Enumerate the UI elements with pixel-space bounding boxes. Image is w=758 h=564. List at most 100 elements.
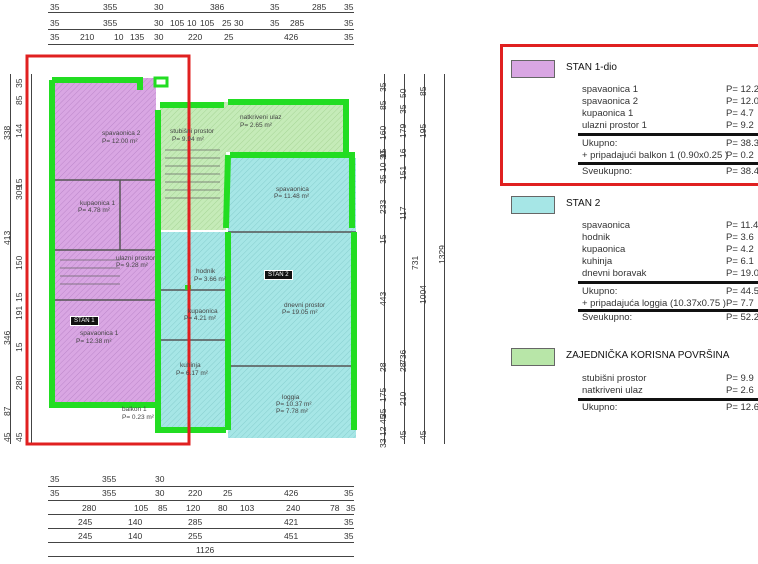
dim-top: 35 bbox=[344, 2, 354, 12]
legend-swatch-stan1 bbox=[511, 60, 555, 78]
dim-right: 731 bbox=[410, 255, 420, 270]
dim-bottom-total: 1126 bbox=[196, 545, 215, 555]
dim-right: 233 bbox=[378, 199, 388, 214]
dim-top: 30 bbox=[154, 18, 164, 28]
dim-top: 386 bbox=[210, 2, 225, 12]
room-name: natkriveni ulaz bbox=[240, 114, 282, 121]
dim-right: 736 bbox=[398, 349, 408, 364]
legend-row-value: P= 6.1 bbox=[726, 256, 754, 267]
dim-bottom: 255 bbox=[188, 531, 203, 541]
dim-right: 50 bbox=[398, 88, 408, 98]
dim-right: 45 bbox=[418, 430, 428, 440]
dim-top: 35 bbox=[50, 18, 60, 28]
legend-loggia-value: P= 7.7 bbox=[726, 298, 754, 309]
room-area: P= 3.66 m² bbox=[194, 276, 226, 283]
legend-row-value: P= 12.0 bbox=[726, 96, 758, 107]
dim-bottom: 105 bbox=[134, 503, 149, 513]
dim-right: 195 bbox=[418, 123, 428, 138]
legend-swatch-stan2 bbox=[511, 196, 555, 214]
room-name: loggia bbox=[282, 394, 300, 401]
dim-bottom: 35 bbox=[344, 531, 354, 541]
dim-right: 35 bbox=[378, 174, 388, 184]
dim-right: 10 bbox=[378, 162, 388, 172]
dim-right: 35 bbox=[378, 82, 388, 92]
dim-top: 35 bbox=[50, 32, 60, 42]
room-area: P= 11.48 m² bbox=[274, 193, 310, 200]
room-area: P= 4.21 m² bbox=[184, 315, 216, 322]
dim-top: 426 bbox=[284, 32, 299, 42]
room-area: P= 9.28 m² bbox=[116, 262, 148, 269]
room-area: P= 0.23 m² bbox=[122, 414, 154, 421]
legend-row-label: stubišni prostor bbox=[582, 373, 647, 384]
legend-grand-label: Sveukupno: bbox=[582, 312, 633, 323]
dim-right: 85 bbox=[418, 86, 428, 96]
dim-bottom: 103 bbox=[240, 503, 255, 513]
legend-row-label: spavaonica bbox=[582, 220, 631, 231]
dim-top: 285 bbox=[290, 18, 305, 28]
dim-bottom: 35 bbox=[344, 488, 354, 498]
legend-title: STAN 2 bbox=[566, 198, 601, 209]
dim-top: 30 bbox=[154, 32, 164, 42]
legend-title: STAN 1-dio bbox=[566, 62, 617, 73]
dim-top: 105 bbox=[170, 18, 185, 28]
dim-top: 25 bbox=[222, 18, 232, 28]
dim-bottom: 140 bbox=[128, 517, 143, 527]
dim-right: 33 bbox=[378, 438, 388, 448]
legend-row-label: dnevni boravak bbox=[582, 268, 647, 279]
dim-bottom: 280 bbox=[82, 503, 97, 513]
room-area: P= 12.38 m² bbox=[76, 338, 112, 345]
dim-right: 175 bbox=[378, 387, 388, 402]
legend-row-value: P= 9.9 bbox=[726, 373, 754, 384]
dim-right: 16 bbox=[398, 148, 408, 158]
dim-bottom: 245 bbox=[78, 531, 93, 541]
dim-bottom: 30 bbox=[155, 488, 165, 498]
floor-plan bbox=[25, 54, 357, 446]
legend-row-label: natkriveni ulaz bbox=[582, 385, 643, 396]
stan2-corridor bbox=[160, 232, 228, 430]
dim-bottom: 240 bbox=[286, 503, 301, 513]
room-name: spavaonica 2 bbox=[102, 130, 141, 137]
dim-bottom: 355 bbox=[102, 474, 117, 484]
room-area: P= 19.05 m² bbox=[282, 309, 318, 316]
room-name: stubišni prostor bbox=[170, 128, 215, 135]
room-name: kuhinja bbox=[180, 362, 201, 369]
dim-top: 220 bbox=[188, 32, 203, 42]
dim-bottom: 30 bbox=[155, 474, 165, 484]
legend-row-label: kupaonica bbox=[582, 244, 626, 255]
dim-right: 1004 bbox=[418, 285, 428, 304]
room-name: dnevni prostor bbox=[284, 302, 326, 309]
dim-right: 179 bbox=[398, 123, 408, 138]
dim-bottom: 25 bbox=[223, 488, 233, 498]
legend-title: ZAJEDNIČKA KORISNA POVRŠINA bbox=[566, 350, 730, 361]
room-area: P= 6.17 m² bbox=[176, 370, 208, 377]
legend-row-label: hodnik bbox=[582, 232, 610, 243]
room-area: P= 7.78 m² bbox=[276, 408, 308, 415]
dim-right: 160 bbox=[378, 125, 388, 140]
legend-row-value: P= 19.0 bbox=[726, 268, 758, 279]
legend-row-value: P= 3.6 bbox=[726, 232, 754, 243]
legend-row-value: P= 2.6 bbox=[726, 385, 754, 396]
dim-top: 10 bbox=[187, 18, 197, 28]
dim-bottom: 120 bbox=[186, 503, 201, 513]
room-name: kupaonica 1 bbox=[80, 200, 116, 207]
legend-row-label: ulazni prostor 1 bbox=[582, 120, 647, 131]
dim-right: 45 bbox=[398, 430, 408, 440]
legend-balkon-label: + pripadajući balkon 1 (0.90x0.25 ) bbox=[582, 150, 729, 161]
dim-bottom: 245 bbox=[78, 517, 93, 527]
room-name: spavaonica bbox=[276, 186, 309, 193]
dim-top: 10 bbox=[114, 32, 124, 42]
legend-row-label: spavaonica 2 bbox=[582, 96, 638, 107]
dim-bottom: 451 bbox=[284, 531, 299, 541]
dim-top: 135 bbox=[130, 32, 145, 42]
legend-total-value: P= 44.5 bbox=[726, 286, 758, 297]
dim-right: 35 bbox=[378, 408, 388, 418]
entrance-area bbox=[226, 102, 346, 152]
dim-right: 151 bbox=[398, 165, 408, 180]
dim-top: 30 bbox=[154, 2, 164, 12]
stan2-area bbox=[228, 158, 356, 438]
room-name: ulazni prostor bbox=[116, 255, 156, 262]
dim-bottom: 35 bbox=[50, 474, 60, 484]
legend-row-value: P= 11.4 bbox=[726, 220, 758, 231]
legend-row-value: P= 9.2 bbox=[726, 120, 754, 131]
dim-bottom: 285 bbox=[188, 517, 203, 527]
